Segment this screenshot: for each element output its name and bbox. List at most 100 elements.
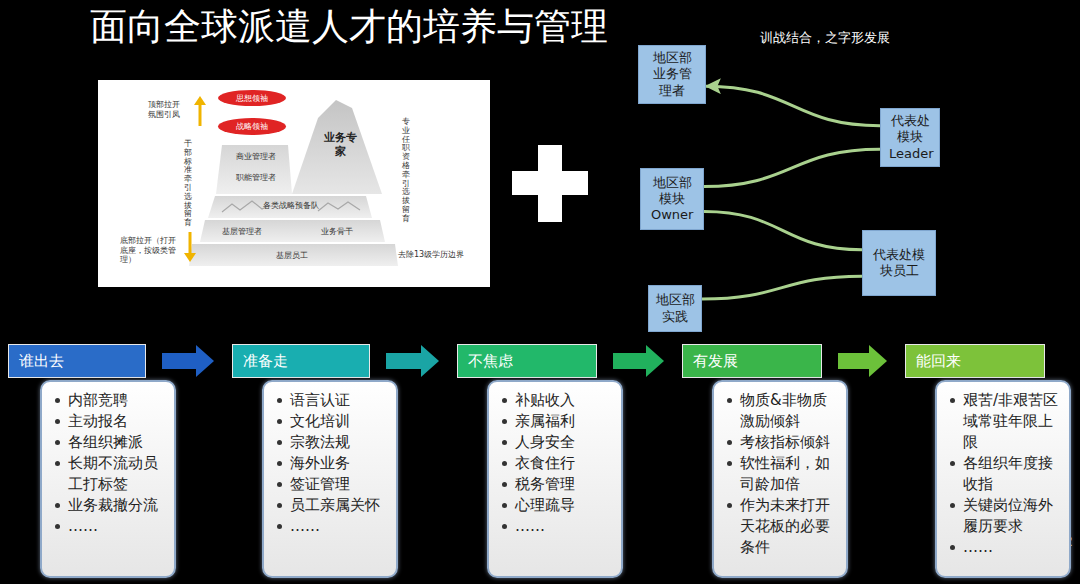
bullet-item: 关键岗位海外履历要求 xyxy=(949,495,1063,537)
down-arrow xyxy=(184,253,196,262)
bullet-item: 作为未来打开天花板的必要条件 xyxy=(726,495,840,558)
pyramid-band: 基层管理者 xyxy=(216,225,268,238)
side-note: 去除13级学历边界 xyxy=(398,250,464,260)
block-arrow xyxy=(838,345,887,377)
pyramid-base: 基层员工 xyxy=(268,249,316,262)
node-text: 地区部业务管理者 xyxy=(649,50,695,99)
career-box: 代表处模块员工 xyxy=(862,230,936,296)
node-text: 商业管理者 xyxy=(227,151,285,162)
node-text: 思想领袖 xyxy=(236,93,268,104)
node-text: 业务专家 xyxy=(321,131,359,160)
bullet-panel: 艰苦/非艰苦区域常驻年限上限各组织年度接收指关键岗位海外履历要求…… xyxy=(935,380,1071,578)
node-text: 地区部模块Owner xyxy=(651,175,693,224)
expert-mountain xyxy=(292,100,382,194)
node-text: 谁出去 xyxy=(19,352,64,371)
node-text: 不焦虑 xyxy=(468,352,513,371)
node-text: 基层员工 xyxy=(269,250,315,261)
stage-header: 有发展 xyxy=(682,344,822,378)
stage-header: 不焦虑 xyxy=(457,344,597,378)
down-arrow xyxy=(189,232,192,254)
up-arrow xyxy=(194,96,206,105)
career-box: 代表处模块Leader xyxy=(880,108,940,167)
node-text: 基层管理者 xyxy=(217,226,267,237)
bullet-item: 心理疏导 xyxy=(501,495,615,516)
block-arrow xyxy=(386,345,439,377)
node-text: 能回来 xyxy=(916,352,961,371)
node-text: 代表处模块员工 xyxy=(871,247,927,280)
bullet-item: 艰苦/非艰苦区域常驻年限上限 xyxy=(949,390,1063,453)
node-text: 各类战略预备队 xyxy=(257,200,325,211)
zigzag-path xyxy=(706,86,880,126)
pyramid-band xyxy=(208,196,372,218)
zigzag-path xyxy=(702,276,862,299)
bullet-item: 税务管理 xyxy=(501,474,615,495)
career-box: 地区部业务管理者 xyxy=(638,45,706,104)
bullet-item: 衣食住行 xyxy=(501,453,615,474)
bullet-panel: 补贴收入亲属福利人身安全衣食住行税务管理心理疏导…… xyxy=(487,380,623,578)
pyramid-band xyxy=(200,220,385,242)
bullet-item: 业务裁撤分流 xyxy=(54,495,168,516)
node-text: 有发展 xyxy=(693,352,738,371)
pyramid-band: 业务骨干 xyxy=(314,225,360,238)
bullet-item: 语言认证 xyxy=(276,390,390,411)
plus-sign xyxy=(538,145,562,222)
vertical-note: 干部标准牵引选拔留育 xyxy=(184,140,192,228)
bullet-item: 人身安全 xyxy=(501,432,615,453)
bullet-item: …… xyxy=(276,516,390,537)
manager-block xyxy=(216,145,292,194)
bullet-item: 补贴收入 xyxy=(501,390,615,411)
bullet-item: 签证管理 xyxy=(276,474,390,495)
bullet-panel: 物质&非物质激励倾斜考核指标倾斜软性福利，如司龄加倍作为未来打开天花板的必要条件 xyxy=(712,380,848,578)
career-box: 地区部实践 xyxy=(648,285,702,332)
zigzag-path xyxy=(704,149,880,186)
bullet-item: 各组织摊派 xyxy=(54,432,168,453)
bullet-item: 主动报名 xyxy=(54,411,168,432)
bullet-item: …… xyxy=(501,516,615,537)
mountain-silhouette xyxy=(318,202,360,211)
pyramid-level: 商业管理者 xyxy=(226,150,286,163)
side-note: 底部拉开（打开底座，按级类管理） xyxy=(120,236,182,265)
bullet-item: 员工亲属关怀 xyxy=(276,495,390,516)
inset-panel xyxy=(98,80,490,287)
expert-peak: 业务专家 xyxy=(320,130,360,161)
node-text: 地区部实践 xyxy=(655,292,695,325)
node-text: 职能管理者 xyxy=(227,172,285,183)
bullet-item: 物质&非物质激励倾斜 xyxy=(726,390,840,432)
bullet-item: 宗教法规 xyxy=(276,432,390,453)
pyramid-base xyxy=(189,244,398,266)
node-text: 业务骨干 xyxy=(315,226,359,237)
career-box: 地区部模块Owner xyxy=(640,168,704,230)
vertical-note: 专业任职资格牵引选拔留育 xyxy=(402,118,410,224)
bullet-item: …… xyxy=(54,516,168,537)
pyramid-band: 各类战略预备队 xyxy=(256,199,326,212)
bullet-item: 文化培训 xyxy=(276,411,390,432)
pyramid-level: 职能管理者 xyxy=(226,171,286,184)
bullet-item: 各组织年度接收指 xyxy=(949,453,1063,495)
zigzag-path xyxy=(704,211,862,249)
stage-header: 谁出去 xyxy=(8,344,146,378)
bullet-item: 亲属福利 xyxy=(501,411,615,432)
leader-oval: 战略领袖 xyxy=(218,118,286,135)
block-arrow xyxy=(613,345,664,377)
node-text: 准备走 xyxy=(243,352,288,371)
stage-header: 准备走 xyxy=(232,344,370,378)
up-arrow xyxy=(199,104,202,126)
bullet-item: 海外业务 xyxy=(276,453,390,474)
block-arrow xyxy=(162,345,214,377)
bullet-panel: 内部竞聘主动报名各组织摊派长期不流动员工打标签业务裁撤分流…… xyxy=(40,380,176,578)
slide-title: 面向全球派遣人才的培养与管理 xyxy=(90,2,608,52)
bullet-panel: 语言认证文化培训宗教法规海外业务签证管理员工亲属关怀…… xyxy=(262,380,398,578)
bullet-item: …… xyxy=(949,537,1063,558)
mountain-silhouette xyxy=(222,201,270,212)
bullet-item: 软性福利，如司龄加倍 xyxy=(726,453,840,495)
bullet-item: 内部竞聘 xyxy=(54,390,168,411)
side-note: 顶部拉开氛围引凤 xyxy=(148,100,182,119)
node-text: 代表处模块Leader xyxy=(889,113,931,162)
node-text: 战略领袖 xyxy=(236,121,268,132)
bullet-item: 考核指标倾斜 xyxy=(726,432,840,453)
stage-header: 能回来 xyxy=(905,344,1045,378)
bullet-item: 长期不流动员工打标签 xyxy=(54,453,168,495)
leader-oval: 思想领袖 xyxy=(218,90,286,106)
note-text: 训战结合，之字形发展 xyxy=(760,30,890,46)
